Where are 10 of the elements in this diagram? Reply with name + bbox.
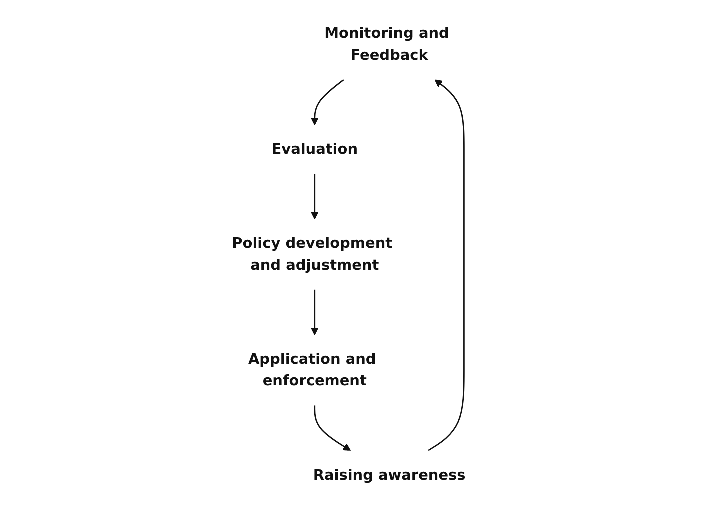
- arrow: [428, 79, 465, 452]
- arrow: [314, 406, 351, 452]
- arrow: [310, 174, 319, 220]
- node-text: Policy development and adjustment: [232, 234, 392, 274]
- arrow: [310, 290, 319, 336]
- node-text: Monitoring and Feedback: [324, 24, 450, 64]
- node-text: Evaluation: [272, 140, 358, 158]
- node-text: Raising awareness: [313, 466, 466, 484]
- node-text: Application and enforcement: [248, 350, 376, 390]
- arrow: [310, 79, 344, 126]
